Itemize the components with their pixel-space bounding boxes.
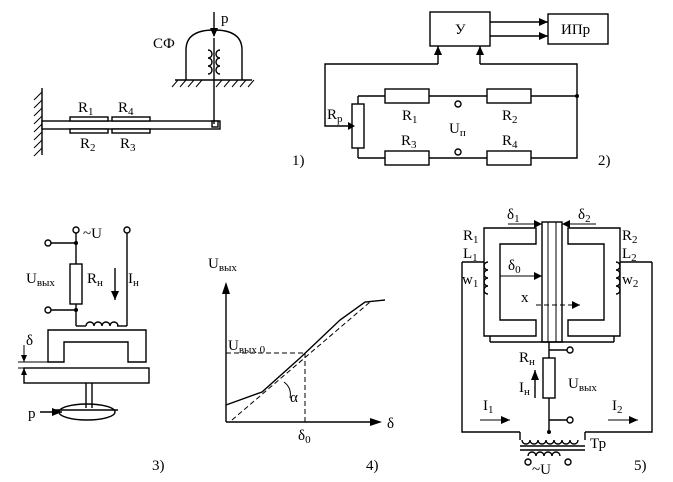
fig1-r2-label: R2 <box>80 136 96 154</box>
fig3-u-label: ~U <box>83 226 102 242</box>
fig1-strain-gauge-beam <box>33 12 255 157</box>
fig2-up-label: Uп <box>449 121 466 139</box>
fig2-r1-label: R1 <box>402 108 418 126</box>
fig5-r1-label: R1 <box>463 228 479 246</box>
fig5-d1-label: δ1 <box>507 207 520 225</box>
fig2-r3-label: R3 <box>401 133 417 151</box>
fig2-ipr-label: ИПр <box>561 22 590 38</box>
fig5-u-label: ~U <box>532 462 551 478</box>
fig4-characteristic-graph <box>222 282 386 426</box>
fig5-i2-label: I2 <box>612 398 623 416</box>
fig5-l2-label: L2 <box>622 246 637 264</box>
fig4-tangent <box>231 301 371 421</box>
fig3-inductive-transducer <box>18 226 150 421</box>
fig3-p-label: p <box>28 406 36 422</box>
fig2-r2-label: R2 <box>502 108 518 126</box>
fig4-curve <box>225 299 386 406</box>
fig3-rn-label: Rн <box>87 271 103 289</box>
fig5-l1-label: L1 <box>463 246 478 264</box>
fig1-p-label: p <box>221 11 229 27</box>
fig3-delta-label: δ <box>26 333 33 349</box>
fig1-number: 1) <box>292 153 305 169</box>
fig5-differential-transducer <box>461 220 653 466</box>
fig4-d0-label: δ0 <box>298 428 311 446</box>
fig5-d0-label: δ0 <box>508 258 521 276</box>
fig5-i1-label: I1 <box>483 398 494 416</box>
fig4-number: 4) <box>366 458 379 474</box>
fig1-r1-label: R1 <box>78 100 94 118</box>
fig5-number: 5) <box>634 458 647 474</box>
fig4-x-axis-label: δ <box>387 416 394 432</box>
fig5-x-label: x <box>521 290 529 306</box>
fig5-in-label: Iн <box>519 380 530 398</box>
fig4-y-axis-label: Uвых <box>208 256 237 274</box>
fig5-rn-label: Rн <box>519 350 535 368</box>
fig1-r3-label: R3 <box>120 136 136 154</box>
fig5-w2-label: w2 <box>622 272 638 290</box>
fig5-tr-label: Тр <box>590 436 606 452</box>
fig4-alpha-label: α <box>290 390 298 406</box>
fig2-amp-label: У <box>455 22 466 38</box>
fig5-r2-label: R2 <box>622 228 638 246</box>
fig4-u0-label: Uвых 0 <box>228 338 266 356</box>
fig2-rp-label: Rр <box>327 107 343 125</box>
fig1-r4-label: R4 <box>118 100 134 118</box>
fig5-w1-label: w1 <box>462 272 478 290</box>
fig2-r4-label: R4 <box>502 133 518 151</box>
fig3-uout-label: Uвых <box>26 271 55 289</box>
fig2-number: 2) <box>598 153 611 169</box>
fig5-d2-label: δ2 <box>578 207 591 225</box>
fig2-bridge-circuit <box>324 11 609 166</box>
fig1-sf-label: СФ <box>153 36 175 52</box>
fig5-uout-label: Uвых <box>568 376 597 394</box>
fig3-number: 3) <box>152 458 165 474</box>
fig3-in-label: Iн <box>128 271 139 289</box>
